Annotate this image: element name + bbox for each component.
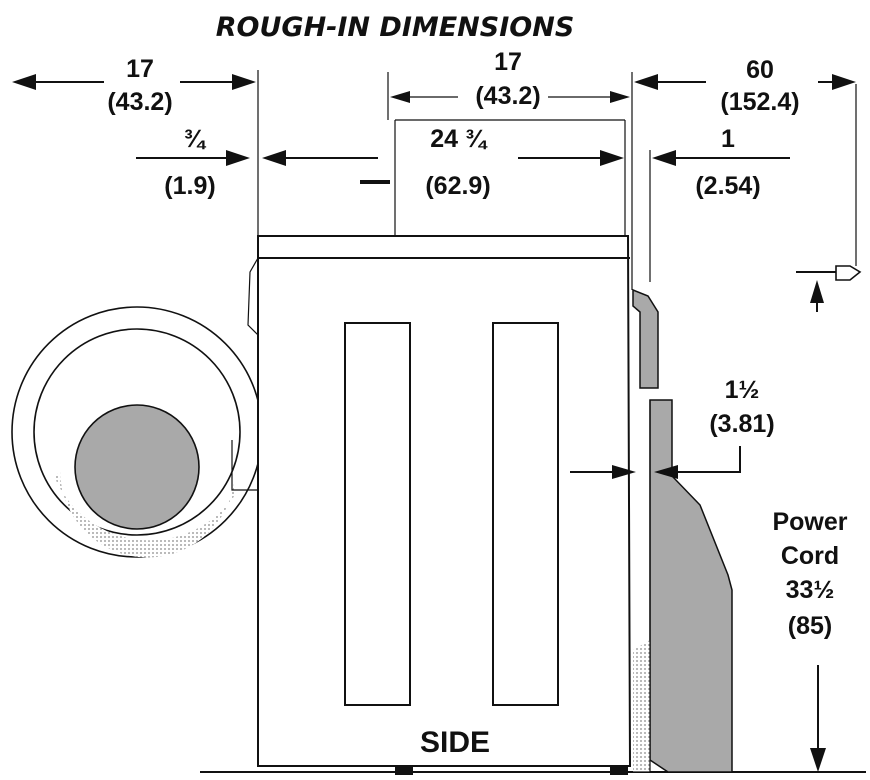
power-cord-metric: (85) — [788, 612, 832, 640]
vent-offset-value: 1½ — [725, 376, 760, 404]
side-panel-front — [344, 322, 411, 706]
view-label: SIDE — [420, 726, 490, 759]
dim-rear-clearance — [634, 74, 856, 90]
rear-hose — [632, 288, 733, 773]
dim-rear-offset — [649, 150, 790, 282]
power-cord-arrow — [810, 665, 826, 772]
foot-front — [395, 766, 413, 775]
left-clearance-value: 17 — [126, 55, 154, 83]
power-cord-line2: Cord — [781, 542, 839, 570]
top-depth-value: 17 — [494, 48, 522, 76]
power-cord-length: 33½ — [786, 576, 835, 604]
rear-offset-value: 1 — [721, 125, 735, 153]
door-window — [74, 404, 200, 530]
vent-offset-metric: (3.81) — [709, 410, 774, 438]
rear-clearance-metric: (152.4) — [720, 88, 799, 116]
dim-vent-offset — [570, 446, 741, 479]
diagram-title: ROUGH-IN DIMENSIONS — [216, 12, 575, 43]
top-depth-metric: (43.2) — [475, 82, 540, 110]
dim-top-depth — [387, 72, 633, 290]
washer-cabinet — [247, 235, 632, 775]
door — [11, 306, 263, 558]
dim-left-clearance — [12, 70, 259, 236]
front-offset-value: ¾ — [184, 125, 207, 153]
foot-rear — [610, 766, 628, 775]
depth-value: 24 ¾ — [430, 125, 488, 153]
water-connection — [796, 84, 862, 312]
front-offset-metric: (1.9) — [164, 172, 215, 200]
left-clearance-metric: (43.2) — [107, 88, 172, 116]
depth-metric: (62.9) — [425, 172, 490, 200]
rear-offset-metric: (2.54) — [695, 172, 760, 200]
rear-clearance-value: 60 — [746, 56, 774, 84]
dim-depth — [360, 119, 626, 236]
dim-front-offset — [136, 150, 378, 166]
power-cord-line1: Power — [772, 508, 847, 536]
side-panel-rear — [492, 322, 559, 706]
